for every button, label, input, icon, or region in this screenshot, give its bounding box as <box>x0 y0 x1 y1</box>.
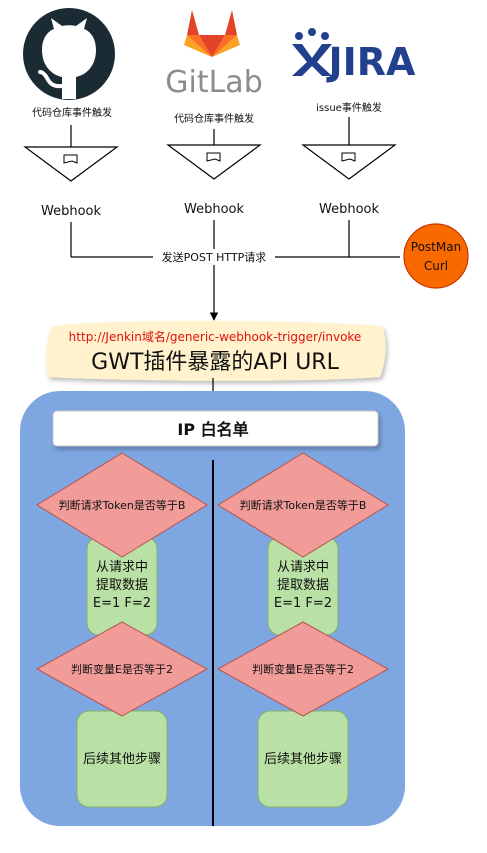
endpoint-note <box>45 320 386 381</box>
jira-trigger-label: issue事件触发 <box>316 101 382 114</box>
lane-1: 从请求中 提取数据 E=1 F=2 判断请求Token是否等于B 后续其他步骤 … <box>35 452 209 808</box>
extract-line-1: 从请求中 <box>96 560 148 575</box>
postman-label-line1: PostMan <box>411 240 461 254</box>
endpoint-title: GWT插件暴露的API URL <box>91 350 339 375</box>
var-check-label: 判断变量E是否等于2 <box>252 662 354 676</box>
var-check-diamond <box>216 621 390 717</box>
ip-whitelist-box <box>52 410 379 447</box>
gitlab-logo-icon <box>184 10 240 57</box>
endpoint-url: http://Jenkin域名/generic-webhook-trigger/… <box>69 329 362 344</box>
jira-webhook-label: Webhook <box>319 202 379 217</box>
github-trigger-label: 代码仓库事件触发 <box>32 106 112 119</box>
gitlab-webhook-funnel <box>166 144 262 180</box>
github-logo-icon <box>23 8 115 100</box>
postman-label-line2: Curl <box>424 259 448 273</box>
token-check-diamond <box>217 452 389 558</box>
request-label-bg <box>153 249 275 265</box>
next-steps-label: 后续其他步骤 <box>264 752 342 767</box>
jira-webhook-funnel <box>301 144 397 180</box>
ip-whitelist-title: IP 白名单 <box>177 420 248 439</box>
request-label: 发送POST HTTP请求 <box>162 250 267 264</box>
gitlab-webhook-label: Webhook <box>184 202 244 217</box>
next-steps-label: 后续其他步骤 <box>83 752 161 767</box>
gitlab-logo-text: GitLab <box>165 65 263 100</box>
gitlab-trigger-label: 代码仓库事件触发 <box>174 112 254 125</box>
extract-line-2: 提取数据 <box>277 577 329 593</box>
postman-node <box>403 223 469 289</box>
lane-2: 从请求中 提取数据 E=1 F=2 判断请求Token是否等于B 后续其他步骤 … <box>216 452 390 808</box>
github-webhook-label: Webhook <box>41 204 101 219</box>
extract-line-2: 提取数据 <box>96 577 148 593</box>
jira-logo-text: JIRA <box>326 40 417 84</box>
token-check-diamond <box>36 452 208 558</box>
var-check-diamond <box>35 621 209 717</box>
var-check-label: 判断变量E是否等于2 <box>71 662 173 676</box>
extract-line-3: E=1 F=2 <box>93 596 151 611</box>
token-check-label: 判断请求Token是否等于B <box>240 498 367 512</box>
github-webhook-funnel <box>23 146 119 182</box>
extract-line-3: E=1 F=2 <box>274 596 332 611</box>
token-check-label: 判断请求Token是否等于B <box>59 498 186 512</box>
jira-logo-icon <box>292 28 332 76</box>
extract-line-1: 从请求中 <box>277 560 329 575</box>
